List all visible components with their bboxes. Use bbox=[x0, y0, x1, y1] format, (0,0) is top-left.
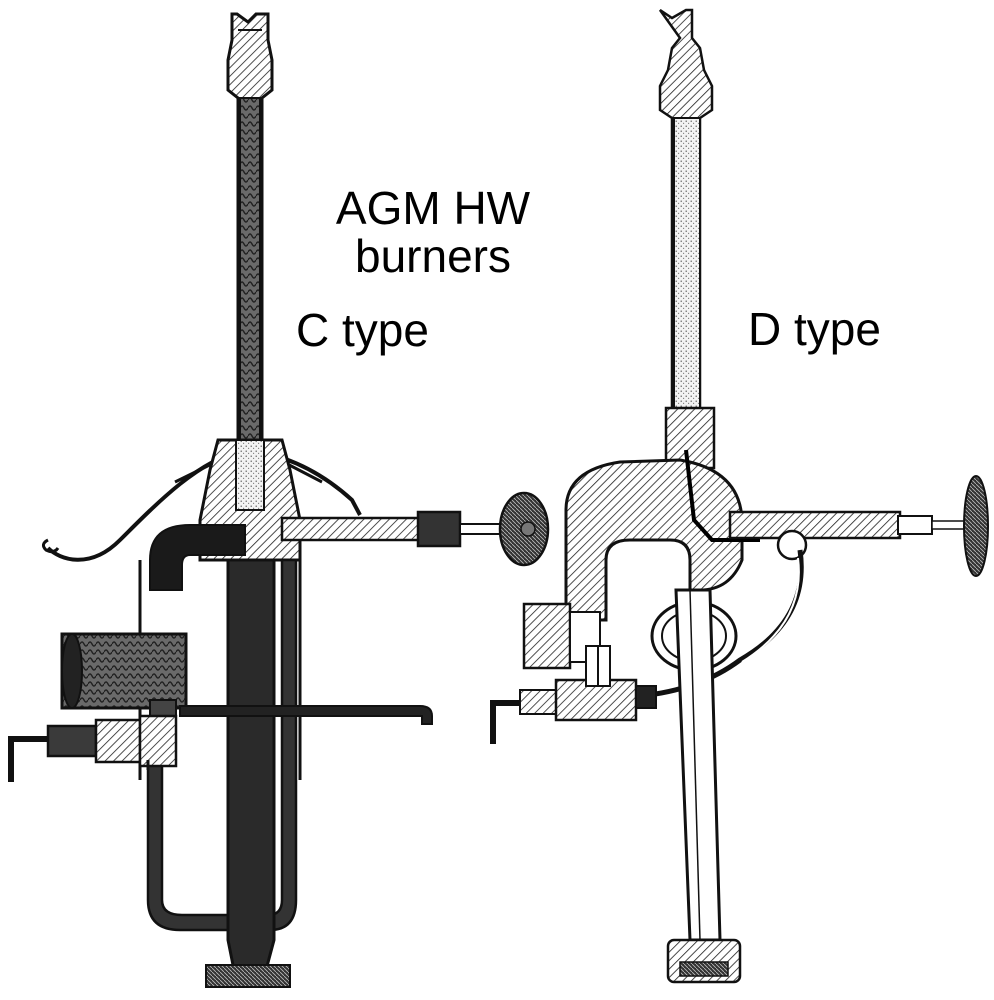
c-type-label: C type bbox=[296, 304, 429, 356]
diagram-title: AGM HW burners bbox=[318, 184, 548, 281]
title-line-2: burners bbox=[355, 230, 511, 283]
title-line-1: AGM HW bbox=[335, 182, 531, 234]
d-type-burner-drawing bbox=[490, 8, 989, 984]
d-type-label: D type bbox=[748, 303, 881, 355]
c-type-burner-drawing bbox=[8, 12, 550, 988]
